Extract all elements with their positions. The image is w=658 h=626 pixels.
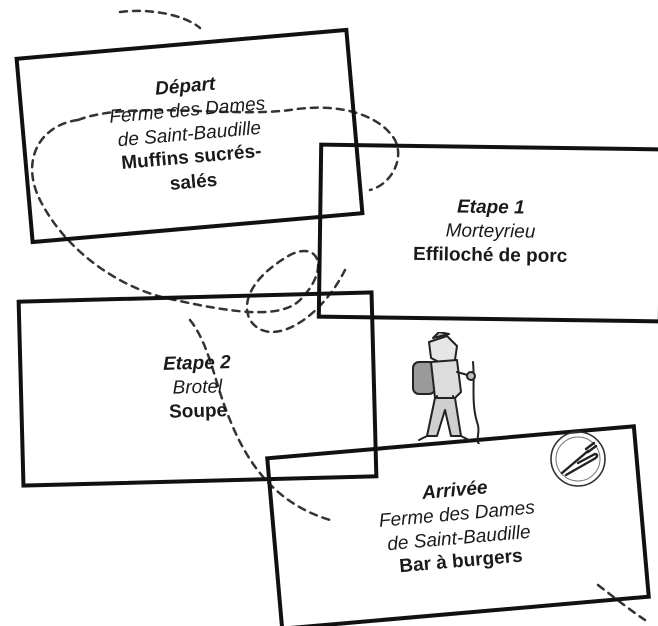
- fork-knife-icon: [550, 431, 606, 487]
- hiker-icon: [412, 332, 480, 444]
- trail-segment-loop-top: [76, 106, 400, 192]
- trail-segment-loop: [30, 118, 347, 334]
- trail-segment-top: [118, 9, 202, 30]
- step-title: Etape 2: [162, 352, 231, 376]
- step-place: Morteyrieu: [445, 220, 536, 243]
- trail-segment-end: [596, 583, 647, 622]
- step-title: Etape 1: [456, 196, 525, 219]
- trail-segment-down: [188, 318, 332, 522]
- step-card-depart: Départ Ferme des Dames de Saint-Baudille…: [14, 27, 365, 245]
- step-place: Brotel: [172, 376, 223, 399]
- step-dish: Soupe: [168, 400, 228, 423]
- step-dish: Effiloché de porc: [412, 243, 568, 267]
